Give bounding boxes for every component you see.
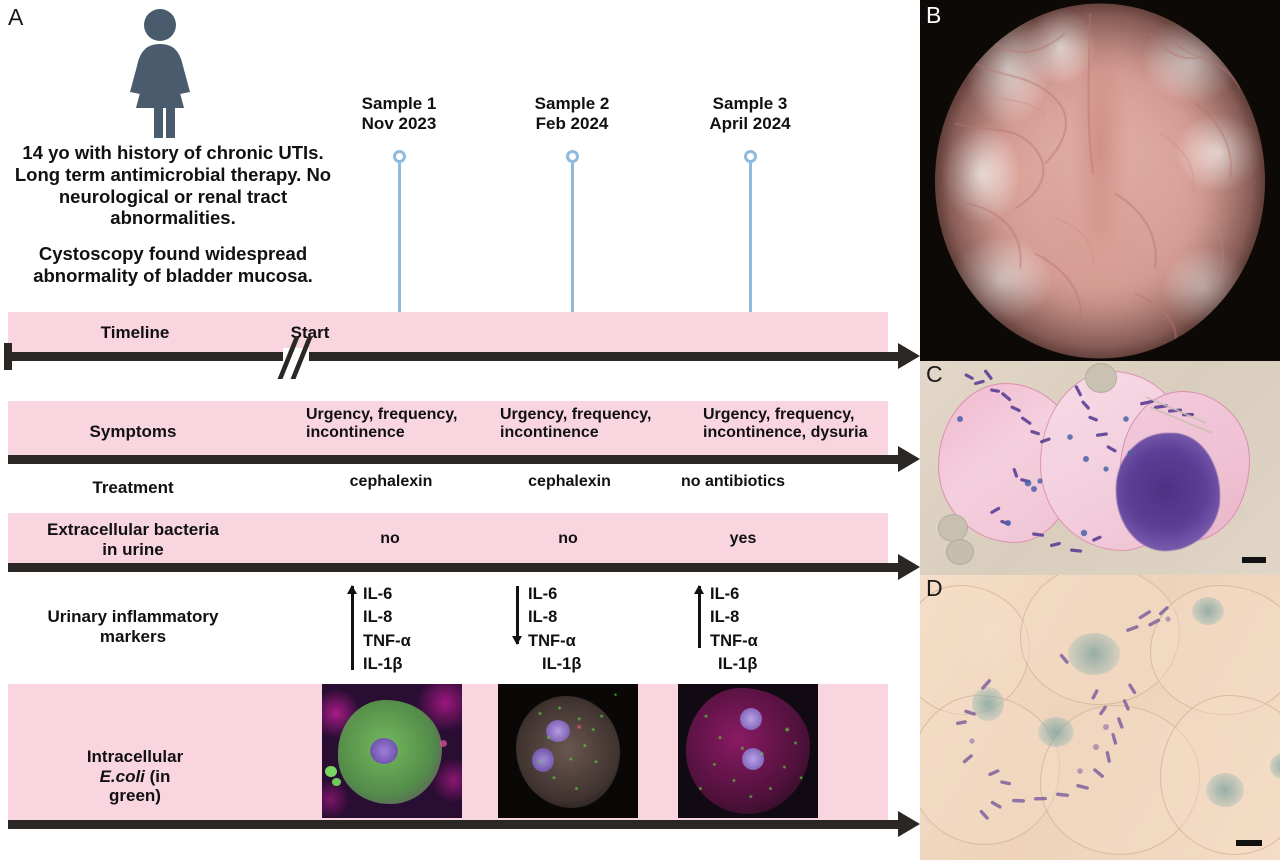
sample-3-marker-dot bbox=[744, 150, 757, 163]
sample-2-date: Feb 2024 bbox=[535, 113, 609, 133]
timeline-axis bbox=[8, 352, 906, 361]
panel-d-letter: D bbox=[926, 575, 943, 601]
extracellular-bacteria-row-label: Extracellular bacteria in urine bbox=[47, 520, 219, 559]
ecoli-micrograph-sample-1 bbox=[322, 684, 462, 818]
case-cystoscopy-text: Cystoscopy found widespread abnormality … bbox=[33, 243, 313, 287]
marker-il1b-sample-1: IL-1β bbox=[363, 655, 403, 674]
intracellular-ecoli-label-line3: green) bbox=[109, 786, 161, 806]
symptoms-band bbox=[8, 401, 888, 457]
panel-c-scale-bar bbox=[1242, 557, 1266, 563]
bacterial-cluster-dense bbox=[1116, 433, 1220, 551]
panel-a-letter: A bbox=[8, 4, 24, 30]
extracellular-bacteria-axis bbox=[8, 563, 906, 572]
treatment-row-label: Treatment bbox=[92, 478, 174, 497]
sample-1-marker-dot bbox=[393, 150, 406, 163]
panel-d-biopsy-histology: D bbox=[920, 575, 1280, 860]
nucleus-5 bbox=[1192, 597, 1224, 625]
ecoli-micrograph-sample-2 bbox=[498, 684, 638, 818]
nucleus-6 bbox=[1270, 753, 1280, 779]
intracellular-ecoli-label-line2: E.coli (in bbox=[99, 766, 171, 786]
sample-3-stem bbox=[749, 163, 752, 315]
cystoscopy-image bbox=[935, 3, 1265, 358]
panel-d-scale-bar bbox=[1236, 840, 1262, 846]
sample-2-label: Sample 2 Feb 2024 bbox=[492, 94, 652, 133]
symptoms-value-sample-2: Urgency, frequency, incontinence bbox=[500, 406, 652, 442]
marker-il6-sample-3: IL-6 bbox=[710, 585, 740, 603]
nucleus-2 bbox=[972, 687, 1004, 721]
sample-2-marker-dot bbox=[566, 150, 579, 163]
panel-b-letter: B bbox=[926, 2, 942, 28]
marker-il6-sample-2: IL-6 bbox=[528, 585, 558, 603]
sample-1-stem bbox=[398, 163, 401, 315]
case-history-text: 14 yo with history of chronic UTIs. Long… bbox=[14, 142, 332, 229]
symptoms-value-sample-1: Urgency, frequency, incontinence bbox=[306, 406, 458, 442]
marker-tnfa-sample-2: TNF-α bbox=[528, 631, 576, 650]
panel-c-urine-cytology: C bbox=[920, 361, 1280, 575]
marker-il8-sample-3: IL-8 bbox=[710, 608, 740, 627]
inflammatory-markers-row-label: Urinary inflammatory markers bbox=[47, 607, 219, 646]
sample-3-date: April 2024 bbox=[709, 113, 791, 133]
treatment-value-sample-1: cephalexin bbox=[349, 473, 433, 490]
case-description: 14 yo with history of chronic UTIs. Long… bbox=[8, 142, 338, 287]
timeline-band bbox=[8, 312, 888, 354]
intracellular-ecoli-axis-arrowhead bbox=[898, 811, 920, 837]
patient-female-icon bbox=[130, 9, 190, 138]
inflammatory-markers-sample-2: IL-6 IL-8 TNF-α IL-1β bbox=[528, 583, 581, 677]
extracellular-bacteria-value-sample-1: no bbox=[380, 530, 400, 547]
treatment-value-sample-2: cephalexin bbox=[528, 473, 611, 490]
timeline-axis-start-cap bbox=[4, 343, 12, 370]
sample-2-name: Sample 2 bbox=[534, 94, 610, 113]
symptoms-axis-arrowhead bbox=[898, 446, 920, 472]
sample-1-name: Sample 1 bbox=[361, 94, 437, 113]
marker-tnfa-sample-1: TNF-α bbox=[363, 631, 411, 650]
inflammatory-markers-sample-3: IL-6 IL-8 TNF-α IL-1β bbox=[710, 583, 758, 677]
small-cell-1 bbox=[1085, 363, 1117, 393]
panel-b-cystoscopy: B bbox=[920, 0, 1280, 361]
extracellular-bacteria-value-sample-3: yes bbox=[729, 530, 757, 547]
nucleus-4 bbox=[1206, 773, 1244, 807]
symptoms-value-sample-3: Urgency, frequency, incontinence, dysuri… bbox=[703, 406, 868, 442]
panel-d-bacterial-rods bbox=[955, 606, 1171, 820]
symptoms-row-label: Symptoms bbox=[89, 422, 177, 441]
marker-il1b-sample-3: IL-1β bbox=[718, 655, 758, 674]
inflammatory-markers-sample-1: IL-6 IL-8 TNF-α IL-1β bbox=[363, 583, 411, 677]
nucleus-3 bbox=[1038, 717, 1074, 747]
extracellular-bacteria-value-sample-2: no bbox=[558, 530, 578, 547]
intracellular-ecoli-axis bbox=[8, 820, 906, 829]
nucleus-1 bbox=[1068, 633, 1120, 675]
symptoms-axis bbox=[8, 455, 906, 464]
treatment-value-sample-3: no antibiotics bbox=[681, 473, 785, 490]
timeline-start-label: Start bbox=[290, 323, 330, 342]
intracellular-ecoli-row-label: Intracellular E.coli (in green) bbox=[40, 747, 230, 806]
marker-il1b-sample-2: IL-1β bbox=[542, 655, 582, 674]
marker-il8-sample-1: IL-8 bbox=[363, 608, 393, 627]
marker-il8-sample-2: IL-8 bbox=[528, 608, 558, 627]
intracellular-ecoli-label-line1: Intracellular bbox=[86, 747, 184, 766]
mucosa-vascular-pattern bbox=[954, 12, 1241, 344]
sample-3-label: Sample 3 April 2024 bbox=[670, 94, 830, 133]
panel-c-letter: C bbox=[926, 361, 943, 387]
marker-il6-sample-1: IL-6 bbox=[363, 585, 393, 603]
sample-2-stem bbox=[571, 163, 574, 315]
extracellular-bacteria-axis-arrowhead bbox=[898, 554, 920, 580]
panel-a-timeline: A 14 yo with history of chronic UTIs. Lo… bbox=[4, 4, 920, 837]
ecoli-italic-text: E.coli bbox=[99, 766, 145, 786]
timeline-row-label: Timeline bbox=[100, 323, 170, 342]
ecoli-micrograph-sample-3 bbox=[678, 684, 818, 818]
sample-1-label: Sample 1 Nov 2023 bbox=[319, 94, 479, 133]
sample-1-date: Nov 2023 bbox=[361, 113, 437, 133]
sample-3-name: Sample 3 bbox=[712, 94, 788, 113]
bacterial-rods-overlay bbox=[957, 369, 1213, 553]
timeline-axis-arrowhead bbox=[898, 343, 920, 369]
small-cell-3 bbox=[946, 539, 974, 565]
marker-tnfa-sample-3: TNF-α bbox=[710, 631, 758, 650]
extracellular-bacteria-band bbox=[8, 513, 888, 563]
